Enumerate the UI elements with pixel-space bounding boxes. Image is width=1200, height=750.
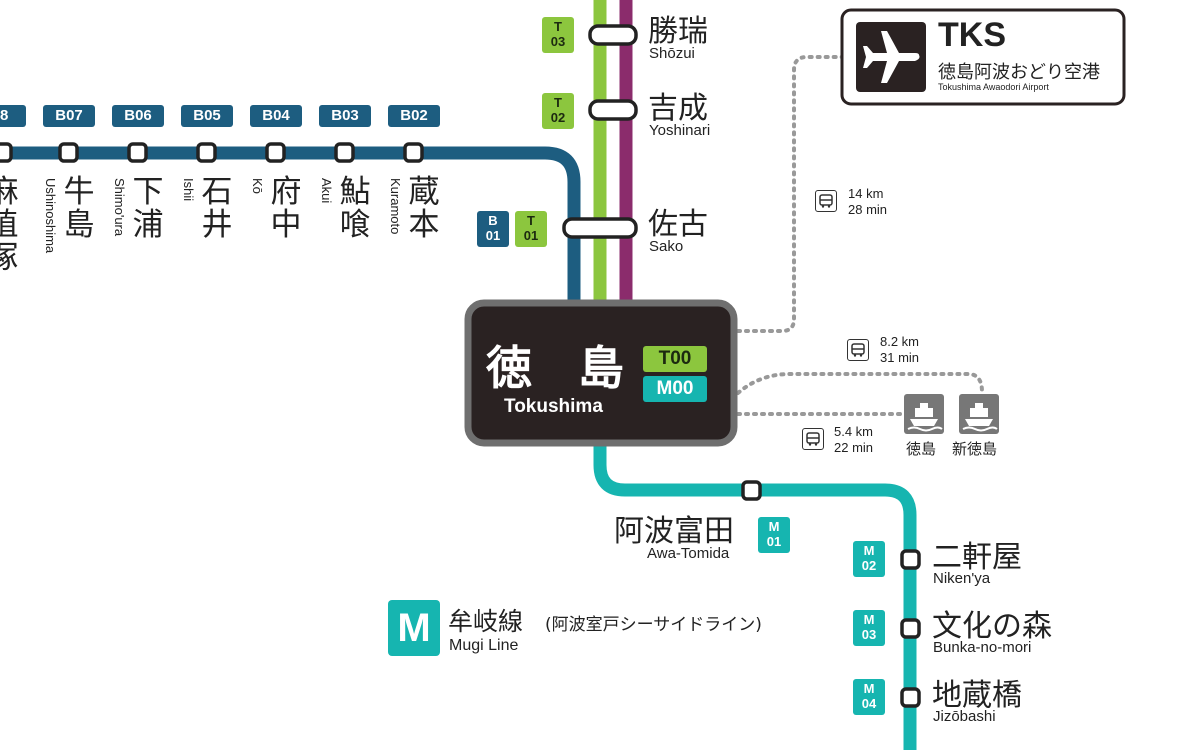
station-name-en-b03: Akui [319,178,334,204]
station-name-en-t01: Sako [649,238,684,255]
hub-code-m00: M00 [643,376,707,402]
station-name-m04: 地蔵橋 [932,678,1022,713]
station-name-en-m04: Jizōbashi [933,708,996,725]
station-name-en-m02: Niken'ya [933,570,991,587]
hub-station-name: 徳 島 [486,341,624,395]
ferry-terminal-1: 徳島 [906,440,937,458]
station-marker-b04 [265,142,286,163]
station-name-b04: 府中 [270,174,302,243]
mugi-line-name: 牟岐線 [448,607,524,636]
station-marker-t03 [588,24,638,46]
station-marker-m02 [900,549,921,570]
airport-bus-distance: 14 km [848,186,884,201]
station-marker-b05 [196,142,217,163]
station-name-en-b06: Shimo'ura [112,178,127,237]
station-name-en-t02: Yoshinari [649,122,711,139]
hub-station-box [464,299,738,447]
station-name-t02: 吉成 [648,91,708,126]
mugi-line-symbol: M [388,600,440,656]
station-name-en-t03: Shōzui [649,45,695,62]
station-marker-t02 [588,99,638,121]
station-name-en-b07: Ushinoshima [43,178,58,254]
station-marker-b06 [127,142,148,163]
bus-icon [847,339,869,361]
plane-icon [863,31,920,83]
ferry-bus1-time: 31 min [880,350,920,365]
station-name-m03: 文化の森 [932,609,1052,644]
ferry-icon [959,394,999,434]
ferry-icon [904,394,944,434]
station-code-b08: 08 [0,105,26,127]
bus-icon [815,190,837,212]
station-name-en-b05: Ishii [181,178,196,202]
ferry-connector-1 [736,372,984,395]
station-name-m02: 二軒屋 [932,540,1022,575]
station-code-b07: B07 [43,105,95,127]
station-name-b07: 牛島 [63,174,95,243]
station-name-m01: 阿波富田 [614,514,734,549]
station-code-b05: B05 [181,105,233,127]
station-code-b06: B06 [112,105,164,127]
ferry-terminal-2: 新徳島 [952,440,998,458]
station-name-t03: 勝瑞 [648,14,708,49]
station-marker-m01 [741,480,762,501]
bus-icon [802,428,824,450]
airport-name-en: Tokushima Awaodori Airport [938,82,1049,92]
station-name-b08: 麻植塚 [0,174,19,276]
station-code-b02: B02 [388,105,440,127]
hub-code-t00: T00 [643,346,707,372]
ferry-bus2-distance: 5.4 km [834,424,874,439]
airport-name-jp: 徳島阿波おどり空港 [938,62,1100,83]
station-name-en-m01: Awa-Tomida [647,545,730,562]
hub-station-name-en: Tokushima [504,396,603,417]
b-line-track [0,146,581,310]
station-code-b03: B03 [319,105,371,127]
ferry-bus2-time: 22 min [834,440,874,455]
mugi-line-nickname: (阿波室戸シーサイドライン) [545,615,762,635]
station-name-b06: 下浦 [132,174,164,243]
station-name-b02: 蔵本 [408,174,440,243]
station-name-t01: 佐古 [648,207,708,242]
airport-bus-time: 28 min [848,202,888,217]
station-marker-m04 [900,687,921,708]
station-name-b03: 鮎喰 [339,174,371,243]
station-name-en-m03: Bunka-no-mori [933,639,1032,656]
station-marker-b07 [58,142,79,163]
mugi-line-name-en: Mugi Line [449,637,519,654]
station-marker-b03 [334,142,355,163]
station-name-en-b02: Kuramoto [388,178,403,235]
station-name-b05: 石井 [201,174,233,243]
station-marker-m03 [900,618,921,639]
station-name-en-b04: Kō [250,178,265,194]
station-marker-b08 [0,142,13,163]
station-code-b04: B04 [250,105,302,127]
station-marker-t01 [562,217,638,239]
airport-connector [736,55,844,333]
airport-code: TKS [938,16,1006,54]
station-marker-b02 [403,142,424,163]
ferry-bus1-distance: 8.2 km [880,334,920,349]
